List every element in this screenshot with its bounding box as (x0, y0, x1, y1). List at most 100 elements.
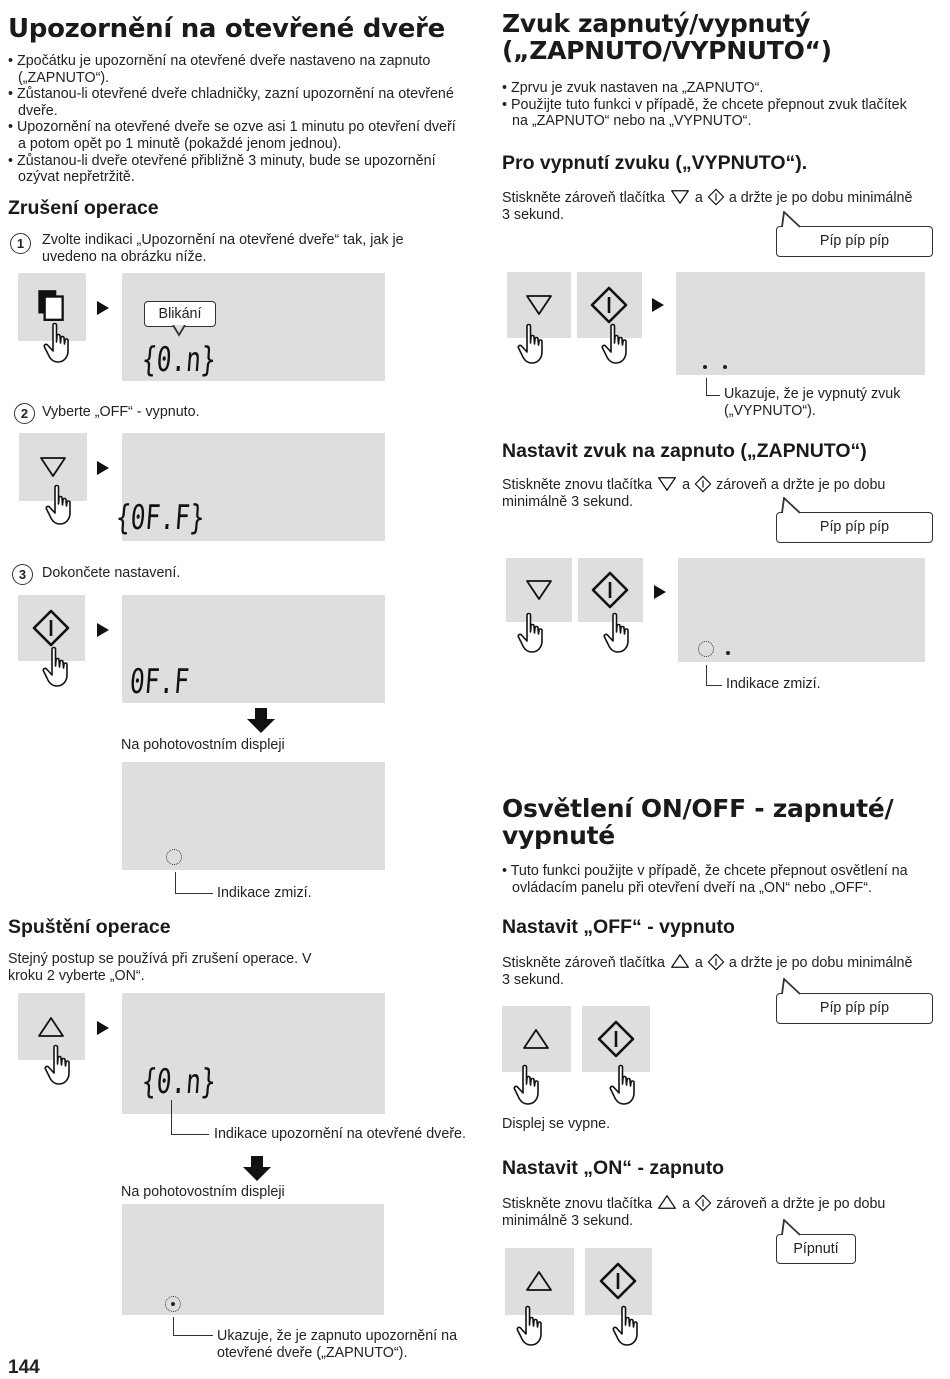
sound-title: Zvuk zapnutý/vypnutý („ZAPNUTO/VYPNUTO“) (502, 9, 832, 65)
right-arrow-icon (652, 298, 664, 312)
display-off-label: Displej se vypne. (502, 1116, 611, 1132)
down-arrow-icon (246, 708, 276, 734)
power-key[interactable] (578, 558, 643, 622)
text-part: a (694, 955, 703, 971)
segment-display: {0.n} (140, 340, 218, 380)
indicator-gone-label: Indikace zmizí. (726, 676, 821, 692)
up-key[interactable] (505, 1248, 574, 1315)
down-key[interactable] (507, 272, 571, 338)
bubble-tail (781, 1219, 801, 1236)
bullet-item: Zpočátku je upozornění na otevřené dveře… (8, 53, 458, 86)
display-panel: {0.n} (122, 993, 385, 1114)
hand-icon (42, 646, 72, 688)
indicator-dot (726, 651, 730, 655)
down-triangle-icon (524, 292, 554, 318)
step-number: 3 (12, 564, 33, 585)
down-triangle-icon (656, 475, 678, 493)
hand-icon (612, 1305, 642, 1347)
leader-line (175, 872, 176, 893)
segment-display: 0F.F (128, 662, 191, 702)
hand-icon (513, 1064, 543, 1106)
text-part: a (682, 477, 691, 493)
indicator-circle (698, 641, 714, 657)
indicator-circle (165, 1296, 181, 1312)
leader-line (173, 1335, 213, 1336)
power-diamond-icon (694, 475, 712, 493)
leader-line (706, 378, 707, 395)
text-part: a (694, 190, 703, 206)
display-panel: {0F.F} (114, 433, 385, 541)
leader-line (175, 893, 213, 894)
down-key[interactable] (506, 558, 572, 622)
bullet-item: Použijte tuto funkci v případě, že chcet… (502, 97, 922, 130)
hand-icon (603, 612, 633, 654)
bullet-item: Zůstanou-li dveře otevřené přibližně 3 m… (8, 153, 458, 186)
on-shows-label: Ukazuje, že je zapnuto upozornění na ote… (217, 1328, 458, 1361)
right-arrow-icon (97, 301, 109, 315)
on-indicator-label: Indikace upozornění na otevřené dveře. (214, 1126, 466, 1142)
door-alarm-bullets: Zpočátku je upozornění na otevřené dveře… (8, 53, 458, 186)
hand-icon (517, 323, 547, 365)
indicator-dot (723, 365, 727, 369)
up-triangle-icon (521, 1026, 551, 1052)
up-triangle-icon (524, 1268, 554, 1294)
down-key[interactable] (19, 433, 87, 501)
text-part: Stiskněte znovu tlačítka (502, 1196, 653, 1212)
segment-display: {0.n} (140, 1062, 218, 1102)
right-arrow-icon (654, 585, 666, 599)
sound-on-text: Stiskněte znovu tlačítka a zároveň a drž… (502, 475, 932, 510)
standby-display (122, 762, 385, 870)
text-part: zároveň a držte je po dobu minimálně 3 s… (502, 477, 886, 510)
power-key[interactable] (585, 1248, 652, 1315)
beep-bubble: Píp píp píp (776, 993, 933, 1024)
sound-bullets: Zprvu je zvuk nastaven na „ZAPNUTO“. Pou… (502, 80, 922, 130)
hand-icon (517, 612, 547, 654)
power-diamond-icon (596, 1019, 636, 1059)
sound-off-text: Stiskněte zároveň tlačítka a a držte je … (502, 188, 922, 223)
up-triangle-icon (36, 1014, 66, 1040)
hand-icon (44, 1044, 74, 1086)
indicator-circle (166, 849, 182, 865)
beep-bubble: Pípnutí (776, 1234, 856, 1264)
segment-display: {0F.F} (114, 498, 206, 538)
power-diamond-icon (590, 570, 630, 610)
up-triangle-icon (656, 1193, 678, 1211)
standby-display (122, 1204, 384, 1315)
leader-line (171, 1134, 209, 1135)
leader-line (706, 395, 720, 396)
light-title: Osvětlení ON/OFF - zapnuté/ vypnuté (502, 794, 894, 850)
down-triangle-icon (38, 454, 68, 480)
light-off-heading: Nastavit „OFF“ - vypnuto (502, 916, 735, 938)
blink-bubble: Blikání (144, 301, 216, 327)
bullet-item: Upozornění na otevřené dveře se ozve asi… (8, 119, 458, 152)
bullet-item: Tuto funkci použijte v případě, že chcet… (502, 863, 932, 896)
hand-icon (516, 1305, 546, 1347)
select-key[interactable] (18, 273, 86, 341)
indicator-dot (171, 1302, 175, 1306)
hand-icon (609, 1064, 639, 1106)
text-part: Stiskněte zároveň tlačítka (502, 955, 665, 971)
up-key[interactable] (18, 993, 85, 1060)
power-diamond-icon (589, 285, 629, 325)
down-triangle-icon (524, 577, 554, 603)
power-key[interactable] (582, 1006, 650, 1072)
up-key[interactable] (502, 1006, 571, 1072)
leader-line (706, 685, 722, 686)
step1-text: Zvolte indikaci „Upozornění na otevřené … (42, 232, 404, 265)
copy-icon (35, 287, 67, 323)
display-panel: 0F.F (122, 595, 385, 703)
power-diamond-icon (707, 188, 725, 206)
down-arrow-icon (242, 1156, 272, 1182)
beep-bubble: Píp píp píp (776, 512, 933, 543)
leader-line (171, 1100, 172, 1134)
text-part: a (682, 1196, 691, 1212)
step-number: 2 (14, 403, 35, 424)
start-heading: Spuštění operace (8, 916, 171, 938)
standby-label: Na pohotovostním displeji (121, 737, 285, 753)
hand-icon (45, 484, 75, 526)
right-arrow-icon (97, 1021, 109, 1035)
display-panel (678, 558, 925, 662)
power-key[interactable] (577, 272, 642, 338)
indicator-gone-label: Indikace zmizí. (217, 885, 312, 901)
light-off-text: Stiskněte zároveň tlačítka a a držte je … (502, 952, 922, 988)
